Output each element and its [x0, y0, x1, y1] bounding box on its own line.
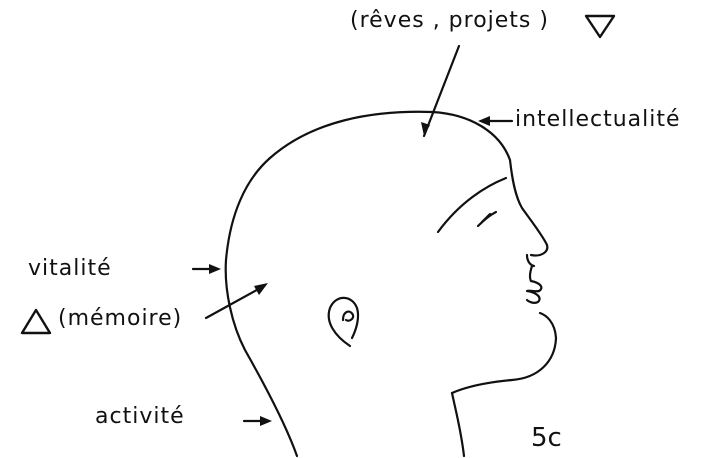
- memory-pointer-line: [206, 286, 264, 318]
- label-memory: (mémoire): [58, 308, 182, 330]
- label-dreams-projects: (rêves , projets ): [350, 10, 549, 32]
- philtrum: [530, 266, 532, 281]
- label-intellectuality: intellectualité: [515, 109, 681, 131]
- label-vitality: vitalité: [28, 258, 112, 280]
- jaw-outline: [452, 313, 556, 393]
- vitality-pointer-head: [209, 264, 221, 274]
- downward-triangle-icon: [586, 16, 614, 37]
- figure-number: 5c: [531, 425, 562, 451]
- ear-inner: [343, 312, 353, 321]
- label-activity: activité: [95, 406, 185, 428]
- nostril: [527, 255, 534, 266]
- eye-lash: [482, 214, 490, 222]
- brow: [438, 178, 506, 232]
- activity-pointer-head: [260, 416, 272, 426]
- dreams-pointer-line: [424, 46, 459, 136]
- memory-pointer-head: [254, 283, 268, 295]
- lips: [527, 281, 541, 303]
- head-outline: [226, 112, 548, 456]
- upward-triangle-icon: [22, 310, 50, 333]
- eye: [478, 212, 496, 226]
- ear: [329, 298, 358, 346]
- neck-front-line: [452, 393, 464, 456]
